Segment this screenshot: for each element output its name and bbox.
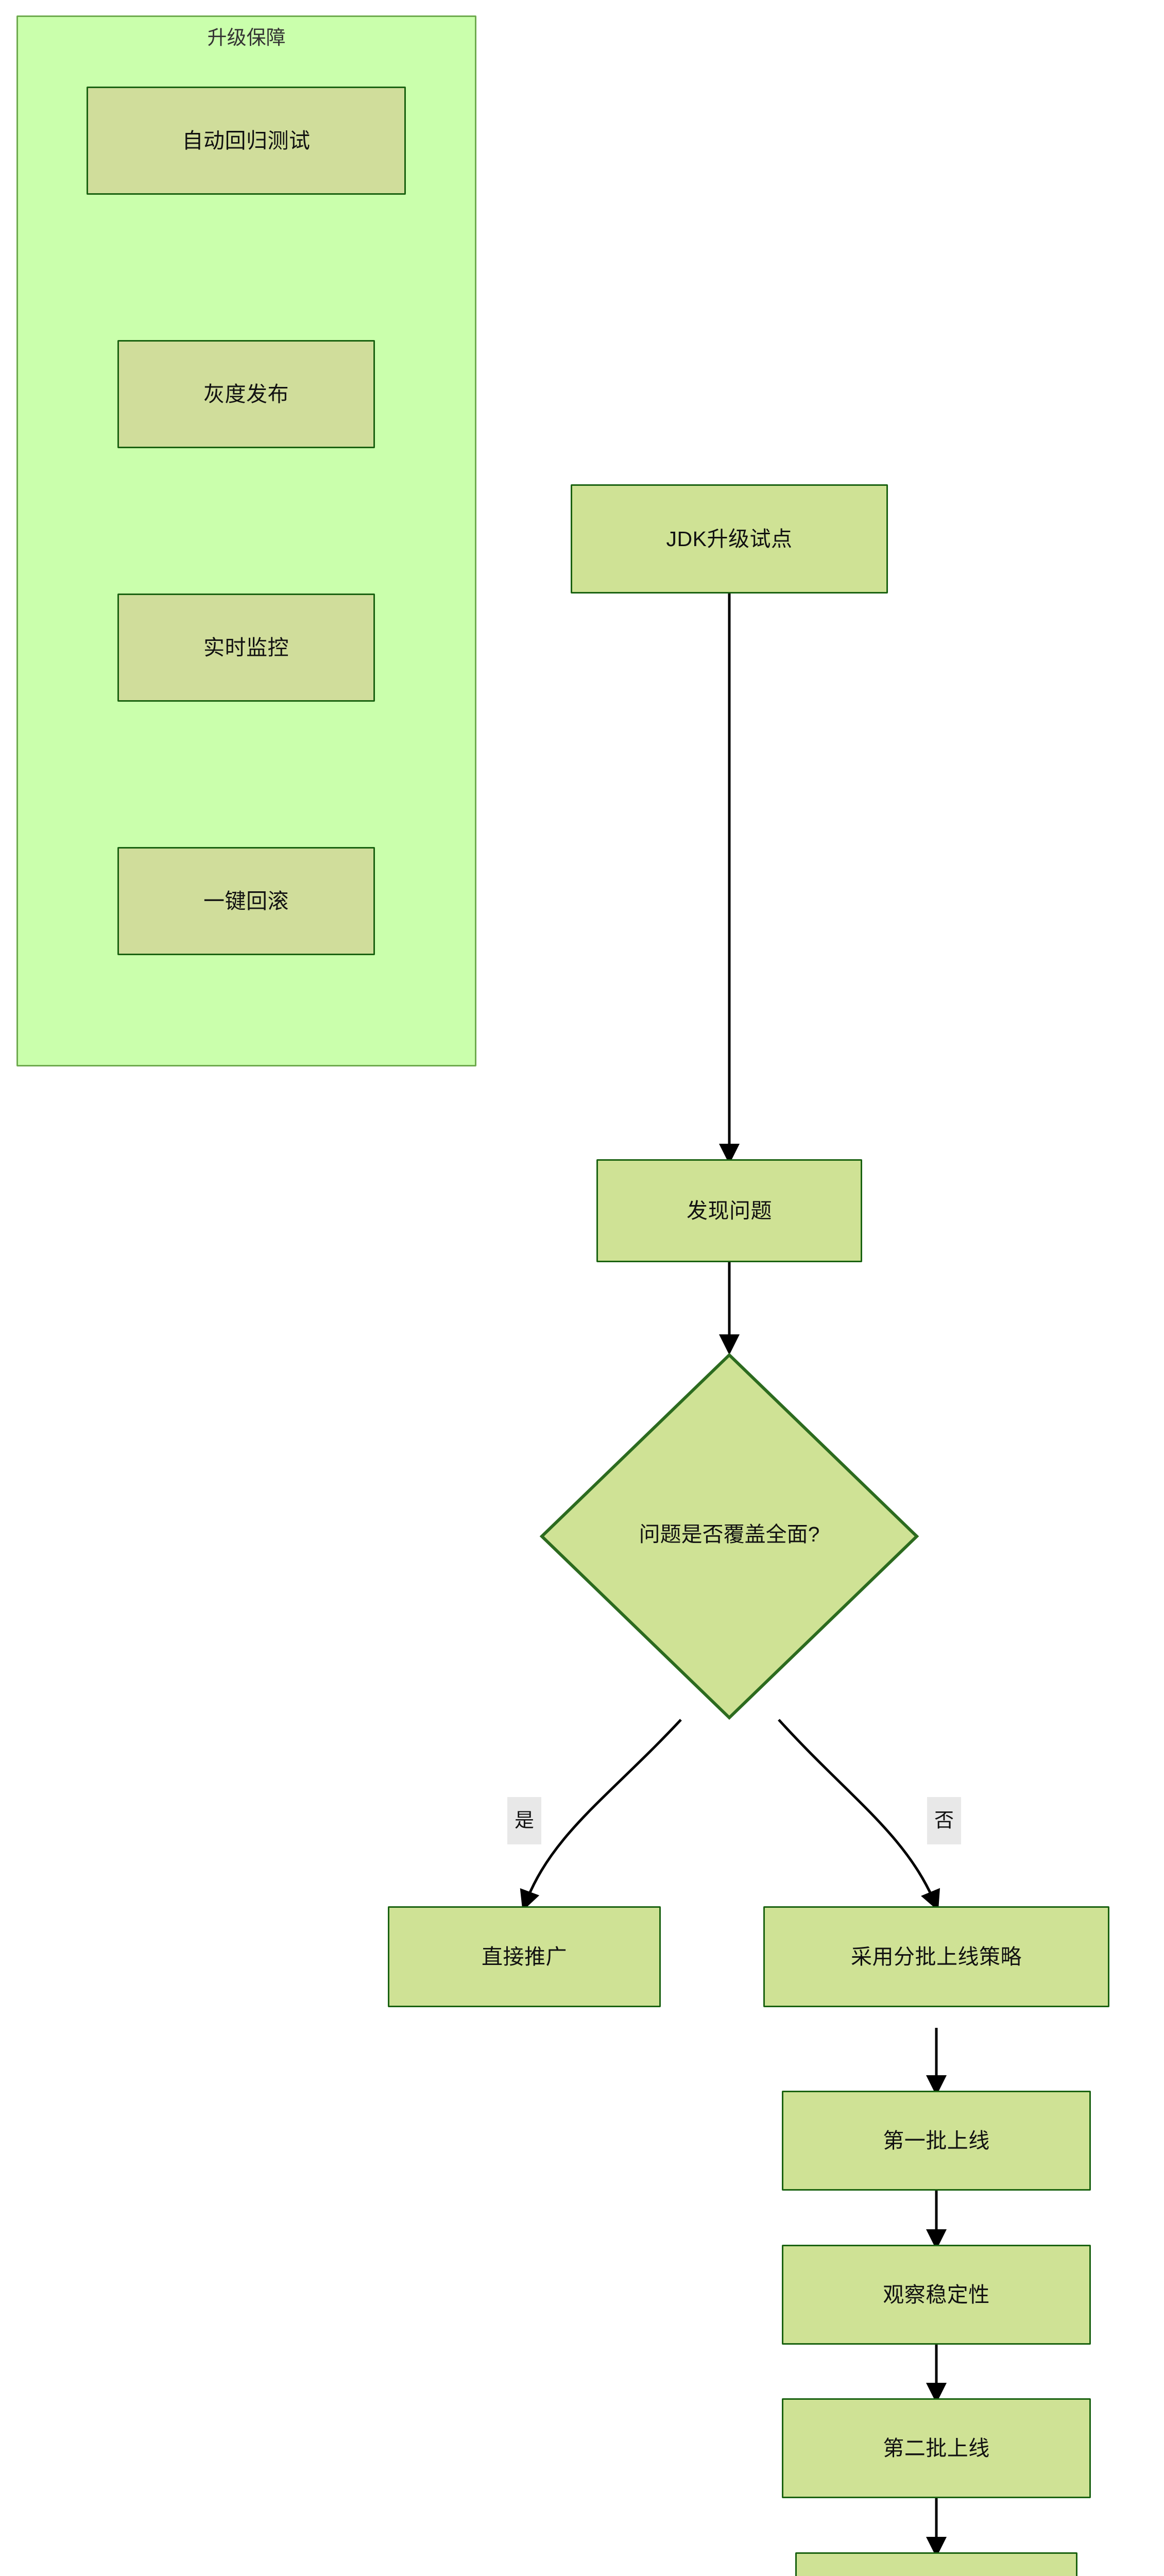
node-label: 实时监控 bbox=[203, 635, 289, 659]
node-auto-regression-test[interactable]: 自动回归测试 bbox=[87, 87, 406, 195]
node-label: JDK升级试点 bbox=[666, 527, 793, 551]
node-gray-release[interactable]: 灰度发布 bbox=[117, 340, 375, 448]
node-continue-observe[interactable]: 继续观察 bbox=[795, 2552, 1077, 2576]
edge-issue-coverage-check-to-direct-rollout bbox=[520, 1719, 682, 1911]
node-label: 一键回滚 bbox=[203, 889, 289, 913]
node-label: 自动回归测试 bbox=[182, 128, 311, 152]
node-label: 直接推广 bbox=[482, 1944, 567, 1969]
node-issue-coverage-check[interactable]: 问题是否覆盖全面? bbox=[539, 1352, 920, 1721]
node-batch-two[interactable]: 第二批上线 bbox=[782, 2398, 1091, 2498]
node-label: 观察稳定性 bbox=[883, 2282, 990, 2307]
node-label: 发现问题 bbox=[687, 1198, 772, 1223]
cluster-title: 升级保障 bbox=[207, 27, 286, 49]
node-direct-rollout[interactable]: 直接推广 bbox=[388, 1906, 661, 2007]
node-label: 问题是否覆盖全面? bbox=[639, 1522, 820, 1546]
edge-label-yes: 是 bbox=[507, 1797, 541, 1844]
node-label: 第二批上线 bbox=[883, 2436, 990, 2460]
node-jdk-upgrade-pilot[interactable]: JDK升级试点 bbox=[571, 484, 888, 594]
node-observe-stability[interactable]: 观察稳定性 bbox=[782, 2245, 1091, 2345]
node-realtime-monitor[interactable]: 实时监控 bbox=[117, 594, 375, 702]
node-label: 采用分批上线策略 bbox=[851, 1944, 1022, 1969]
node-label: 第一批上线 bbox=[883, 2128, 990, 2153]
edge-label-no: 否 bbox=[927, 1797, 961, 1844]
node-one-click-rollback[interactable]: 一键回滚 bbox=[117, 847, 375, 955]
node-batched-rollout[interactable]: 采用分批上线策略 bbox=[763, 1906, 1109, 2007]
node-found-issue[interactable]: 发现问题 bbox=[596, 1159, 862, 1262]
node-label: 灰度发布 bbox=[203, 382, 289, 406]
diamond-shape bbox=[539, 1352, 919, 1720]
node-batch-one[interactable]: 第一批上线 bbox=[782, 2091, 1091, 2191]
edge-issue-coverage-check-to-batched-rollout bbox=[778, 1719, 940, 1911]
